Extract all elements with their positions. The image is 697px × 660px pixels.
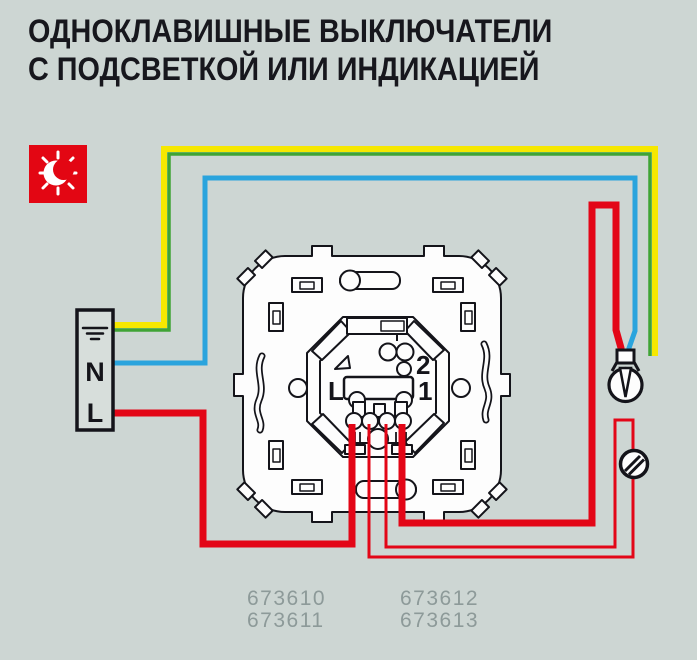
mechanism-label-1: 1	[418, 376, 432, 406]
line-wire-supply	[113, 409, 356, 548]
page-title: ОДНОКЛАВИШНЫЕ ВЫКЛЮЧАТЕЛИ С ПОДСВЕТКОЙ И…	[28, 12, 552, 88]
supply-box: N L	[75, 308, 115, 432]
switch-mechanism-drawing: L 1 2	[233, 245, 511, 523]
earth-symbol	[81, 326, 109, 341]
neutral-wire	[113, 175, 638, 366]
switched-line-wire	[398, 201, 625, 527]
page-title-line2: С ПОДСВЕТКОЙ ИЛИ ИНДИКАЦИЕЙ	[28, 51, 540, 87]
plate-clamps-vertical	[268, 302, 476, 470]
upper-terminals	[378, 342, 415, 377]
claw-slots	[253, 340, 493, 434]
mounting-slot-top	[339, 269, 401, 292]
backlight-legend-badge	[29, 145, 87, 203]
earth-wire-yellow	[113, 146, 658, 356]
light-bulb-icon	[607, 348, 644, 404]
plate-clamps-horizontal	[291, 277, 464, 495]
product-numbers-right: 673612 673613	[400, 588, 479, 632]
product-number: 673610	[247, 587, 327, 610]
wires	[113, 146, 658, 559]
backlight-crescent-icon	[38, 150, 78, 196]
supply-label-L: L	[87, 398, 104, 428]
indicator-loop-wire	[367, 418, 635, 559]
earth-wire-green-stripe	[113, 152, 652, 356]
screw-head-icon	[618, 448, 650, 480]
side-screw-hole-right	[451, 378, 471, 398]
mechanism-label-L: L	[328, 376, 344, 406]
product-number: 673612	[400, 587, 480, 610]
mechanism-label-2: 2	[416, 350, 430, 380]
page-title-line1: ОДНОКЛАВИШНЫЕ ВЫКЛЮЧАТЕЛИ	[28, 13, 553, 49]
side-screw-hole-left	[288, 378, 308, 398]
product-numbers-left: 673610 673611	[247, 588, 326, 632]
supply-label-N: N	[85, 357, 105, 387]
top-label-bar	[346, 317, 408, 341]
product-number: 673611	[247, 609, 325, 632]
product-number: 673613	[400, 609, 480, 632]
small-wedge-detail	[334, 355, 351, 370]
